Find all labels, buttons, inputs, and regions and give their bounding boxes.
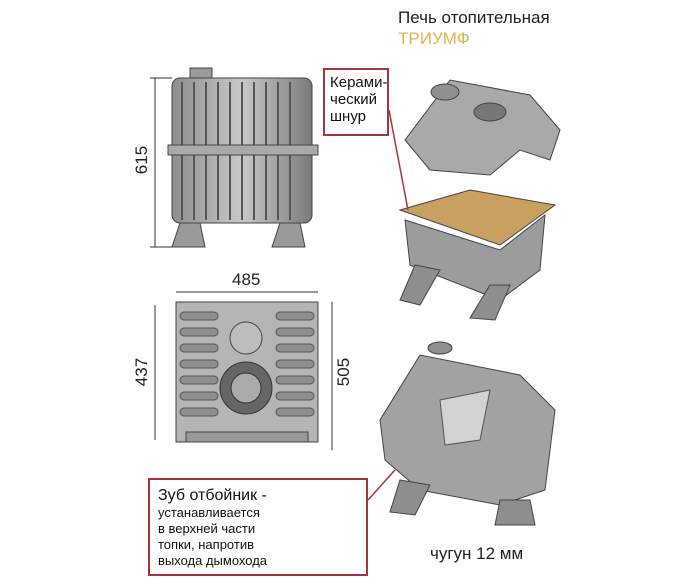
callout-line: топки, напротив [158, 537, 254, 552]
model-name: ТРИУМФ [398, 29, 470, 48]
stove-cutaway-view [379, 341, 556, 526]
side-view [150, 67, 319, 248]
total-depth-dimension: 505 [334, 357, 354, 387]
callout-line: устанавливается [158, 505, 260, 520]
callout-line: шнур [330, 108, 366, 125]
callout-line: ческий [330, 91, 377, 108]
stove-exploded-view [398, 79, 561, 321]
callout-line: выхода дымохода [158, 553, 268, 568]
callout-line: Керами- [330, 74, 388, 91]
title: Печь отопительная [398, 8, 550, 27]
callout-line: в верхней части [158, 521, 256, 536]
material-note: чугун 12 мм [430, 544, 524, 563]
tooth-leader-line [367, 469, 396, 501]
callout-heading: Зуб отбойник - [158, 487, 267, 504]
height-dimension: 615 [132, 145, 152, 175]
tooth-deflector-callout: Зуб отбойник - устанавливается в верхней… [148, 478, 368, 576]
cord-leader-line [388, 109, 409, 211]
width-dimension: 485 [232, 270, 261, 289]
depth-dimension: 437 [132, 357, 152, 387]
top-view [154, 291, 333, 450]
ceramic-cord-callout: Керами- ческий шнур [323, 68, 389, 136]
